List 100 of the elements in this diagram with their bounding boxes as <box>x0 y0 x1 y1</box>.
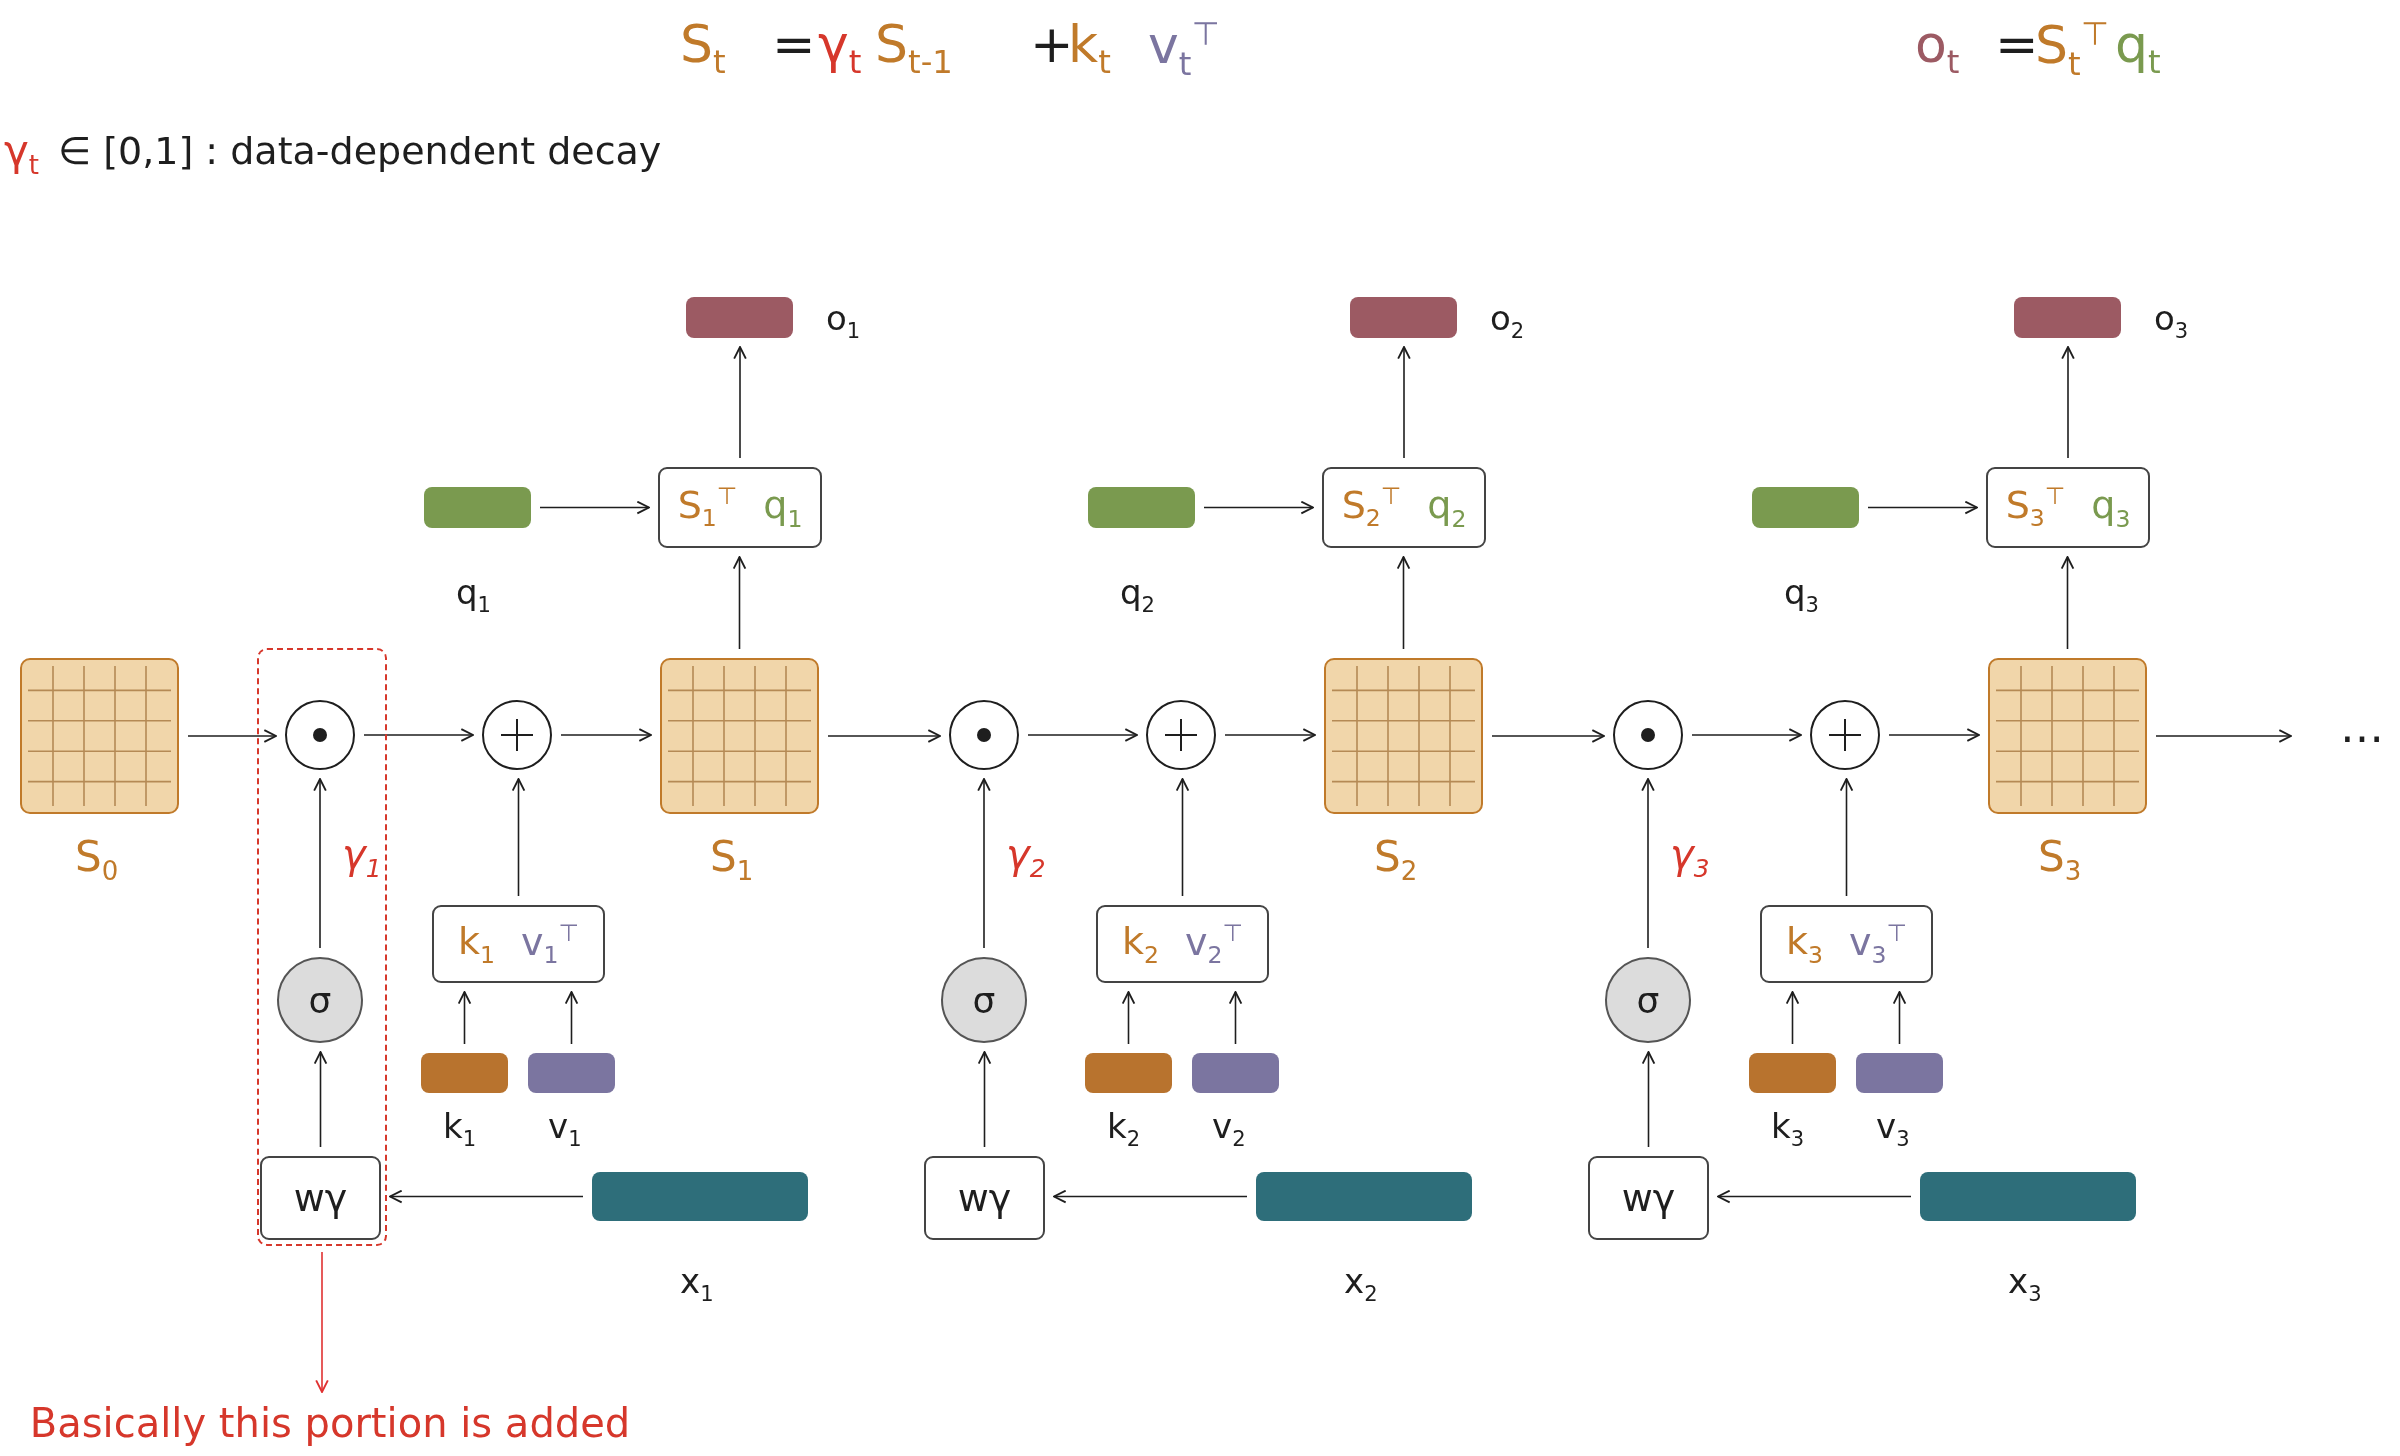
arrow <box>1888 728 1980 742</box>
weight-box <box>260 1156 381 1240</box>
arrow <box>1121 991 1136 1045</box>
arrow <box>1839 778 1854 897</box>
formula-text: q$_{2}$ <box>1427 482 1467 533</box>
vector-bar <box>1256 1172 1472 1221</box>
formula-term: k$_{t}$ <box>1068 18 1111 79</box>
vector-bar <box>1085 1053 1172 1093</box>
formula-text: wγ <box>957 1176 1012 1220</box>
arrow <box>1867 500 1978 515</box>
state-label: S$_{1}$ <box>710 836 754 885</box>
arrow <box>733 346 747 459</box>
arrow <box>1491 729 1605 743</box>
formula-term: S$_{t}$ <box>680 18 726 79</box>
arrow <box>2155 729 2292 743</box>
arrow <box>732 556 747 650</box>
arrow <box>2061 346 2075 459</box>
vector-bar <box>592 1172 808 1221</box>
vector-label: q$_{2}$ <box>1120 575 1155 615</box>
arrow <box>1641 778 1655 949</box>
vector-bar <box>2014 297 2121 338</box>
ellipsis: … <box>2340 705 2384 749</box>
vector-bar <box>1088 487 1195 528</box>
formula-term: γ$_{t}$ <box>818 18 862 79</box>
arrow <box>1228 991 1243 1045</box>
vector-bar <box>1920 1172 2136 1221</box>
formula-text: q$_{1}$ <box>763 482 803 533</box>
arrow <box>389 1189 584 1204</box>
vector-label: o$_{1}$ <box>826 301 861 341</box>
formula-text: k$_{1}$ <box>458 919 495 969</box>
weight-box <box>924 1156 1045 1240</box>
vector-bar <box>1350 297 1457 338</box>
state-matrix <box>660 658 819 814</box>
formula-term: S$_{t-1}$ <box>875 18 953 79</box>
formula-text: σ <box>1636 979 1660 1021</box>
highlight-region <box>257 648 387 1246</box>
vector-label: v$_{3}$ <box>1876 1109 1910 1149</box>
formula-term: o$_{t}$ <box>1915 18 1960 79</box>
vector-label: x$_{3}$ <box>2008 1264 2042 1304</box>
arrow <box>187 729 277 743</box>
arrow <box>539 500 650 515</box>
vector-label: q$_{3}$ <box>1784 575 1819 615</box>
arrow <box>1175 778 1190 897</box>
vector-bar <box>421 1053 508 1093</box>
vector-label: q$_{1}$ <box>456 575 491 615</box>
vector-label: o$_{3}$ <box>2154 301 2189 341</box>
operation-box <box>432 905 605 983</box>
operation-box <box>1760 905 1933 983</box>
arrow <box>1203 500 1314 515</box>
formula-text: k$_{3}$ <box>1786 919 1823 969</box>
arrow <box>1892 991 1907 1045</box>
arrow <box>511 778 526 897</box>
arrow <box>457 991 472 1045</box>
state-matrix <box>1988 658 2147 814</box>
arrow <box>1396 556 1411 650</box>
formula-term: q$_{t}$ <box>2115 18 2161 79</box>
arrow <box>1224 728 1316 742</box>
formula-text: wγ <box>1621 1176 1676 1220</box>
state-label: S$_{0}$ <box>75 836 119 885</box>
operation-box <box>1322 467 1486 548</box>
arrow <box>560 728 652 742</box>
arrow <box>1785 991 1800 1045</box>
arrow <box>564 991 579 1045</box>
arrow <box>1641 1051 1656 1148</box>
vector-label: v$_{1}$ <box>548 1109 582 1149</box>
formula-text: k$_{2}$ <box>1122 919 1159 969</box>
state-label: S$_{3}$ <box>2038 836 2082 885</box>
vector-label: x$_{2}$ <box>1344 1264 1378 1304</box>
vector-bar <box>1749 1053 1836 1093</box>
arrow <box>313 778 327 949</box>
state-label: S$_{2}$ <box>1374 836 1418 885</box>
state-matrix <box>20 658 179 814</box>
arrow <box>2060 556 2075 650</box>
vector-label: k$_{3}$ <box>1771 1109 1805 1149</box>
vector-label: k$_{1}$ <box>443 1109 477 1149</box>
arrow <box>1027 728 1138 742</box>
formula-text: σ <box>308 979 332 1021</box>
operation-box <box>1096 905 1269 983</box>
vector-bar <box>1192 1053 1279 1093</box>
formula-term: = <box>1995 18 2039 70</box>
note-text: ∈ [0,1] : data-dependent decay <box>58 132 662 170</box>
vector-bar <box>1752 487 1859 528</box>
vector-label: o$_{2}$ <box>1490 301 1525 341</box>
vector-bar <box>528 1053 615 1093</box>
operation-box <box>1986 467 2150 548</box>
operation-box <box>658 467 822 548</box>
arrow <box>827 729 941 743</box>
state-matrix <box>1324 658 1483 814</box>
vector-label: k$_{2}$ <box>1107 1109 1141 1149</box>
vector-label: x$_{1}$ <box>680 1264 714 1304</box>
arrow <box>313 1051 328 1148</box>
arrow <box>977 778 991 949</box>
arrow <box>1053 1189 1248 1204</box>
arrow <box>977 1051 992 1148</box>
formula-term: = <box>772 18 816 70</box>
arrow <box>363 728 474 742</box>
arrow <box>1691 728 1802 742</box>
annotation-text: Basically this portion is added <box>29 1400 631 1446</box>
formula-text: q$_{3}$ <box>2091 482 2131 533</box>
vector-label: v$_{2}$ <box>1212 1109 1246 1149</box>
